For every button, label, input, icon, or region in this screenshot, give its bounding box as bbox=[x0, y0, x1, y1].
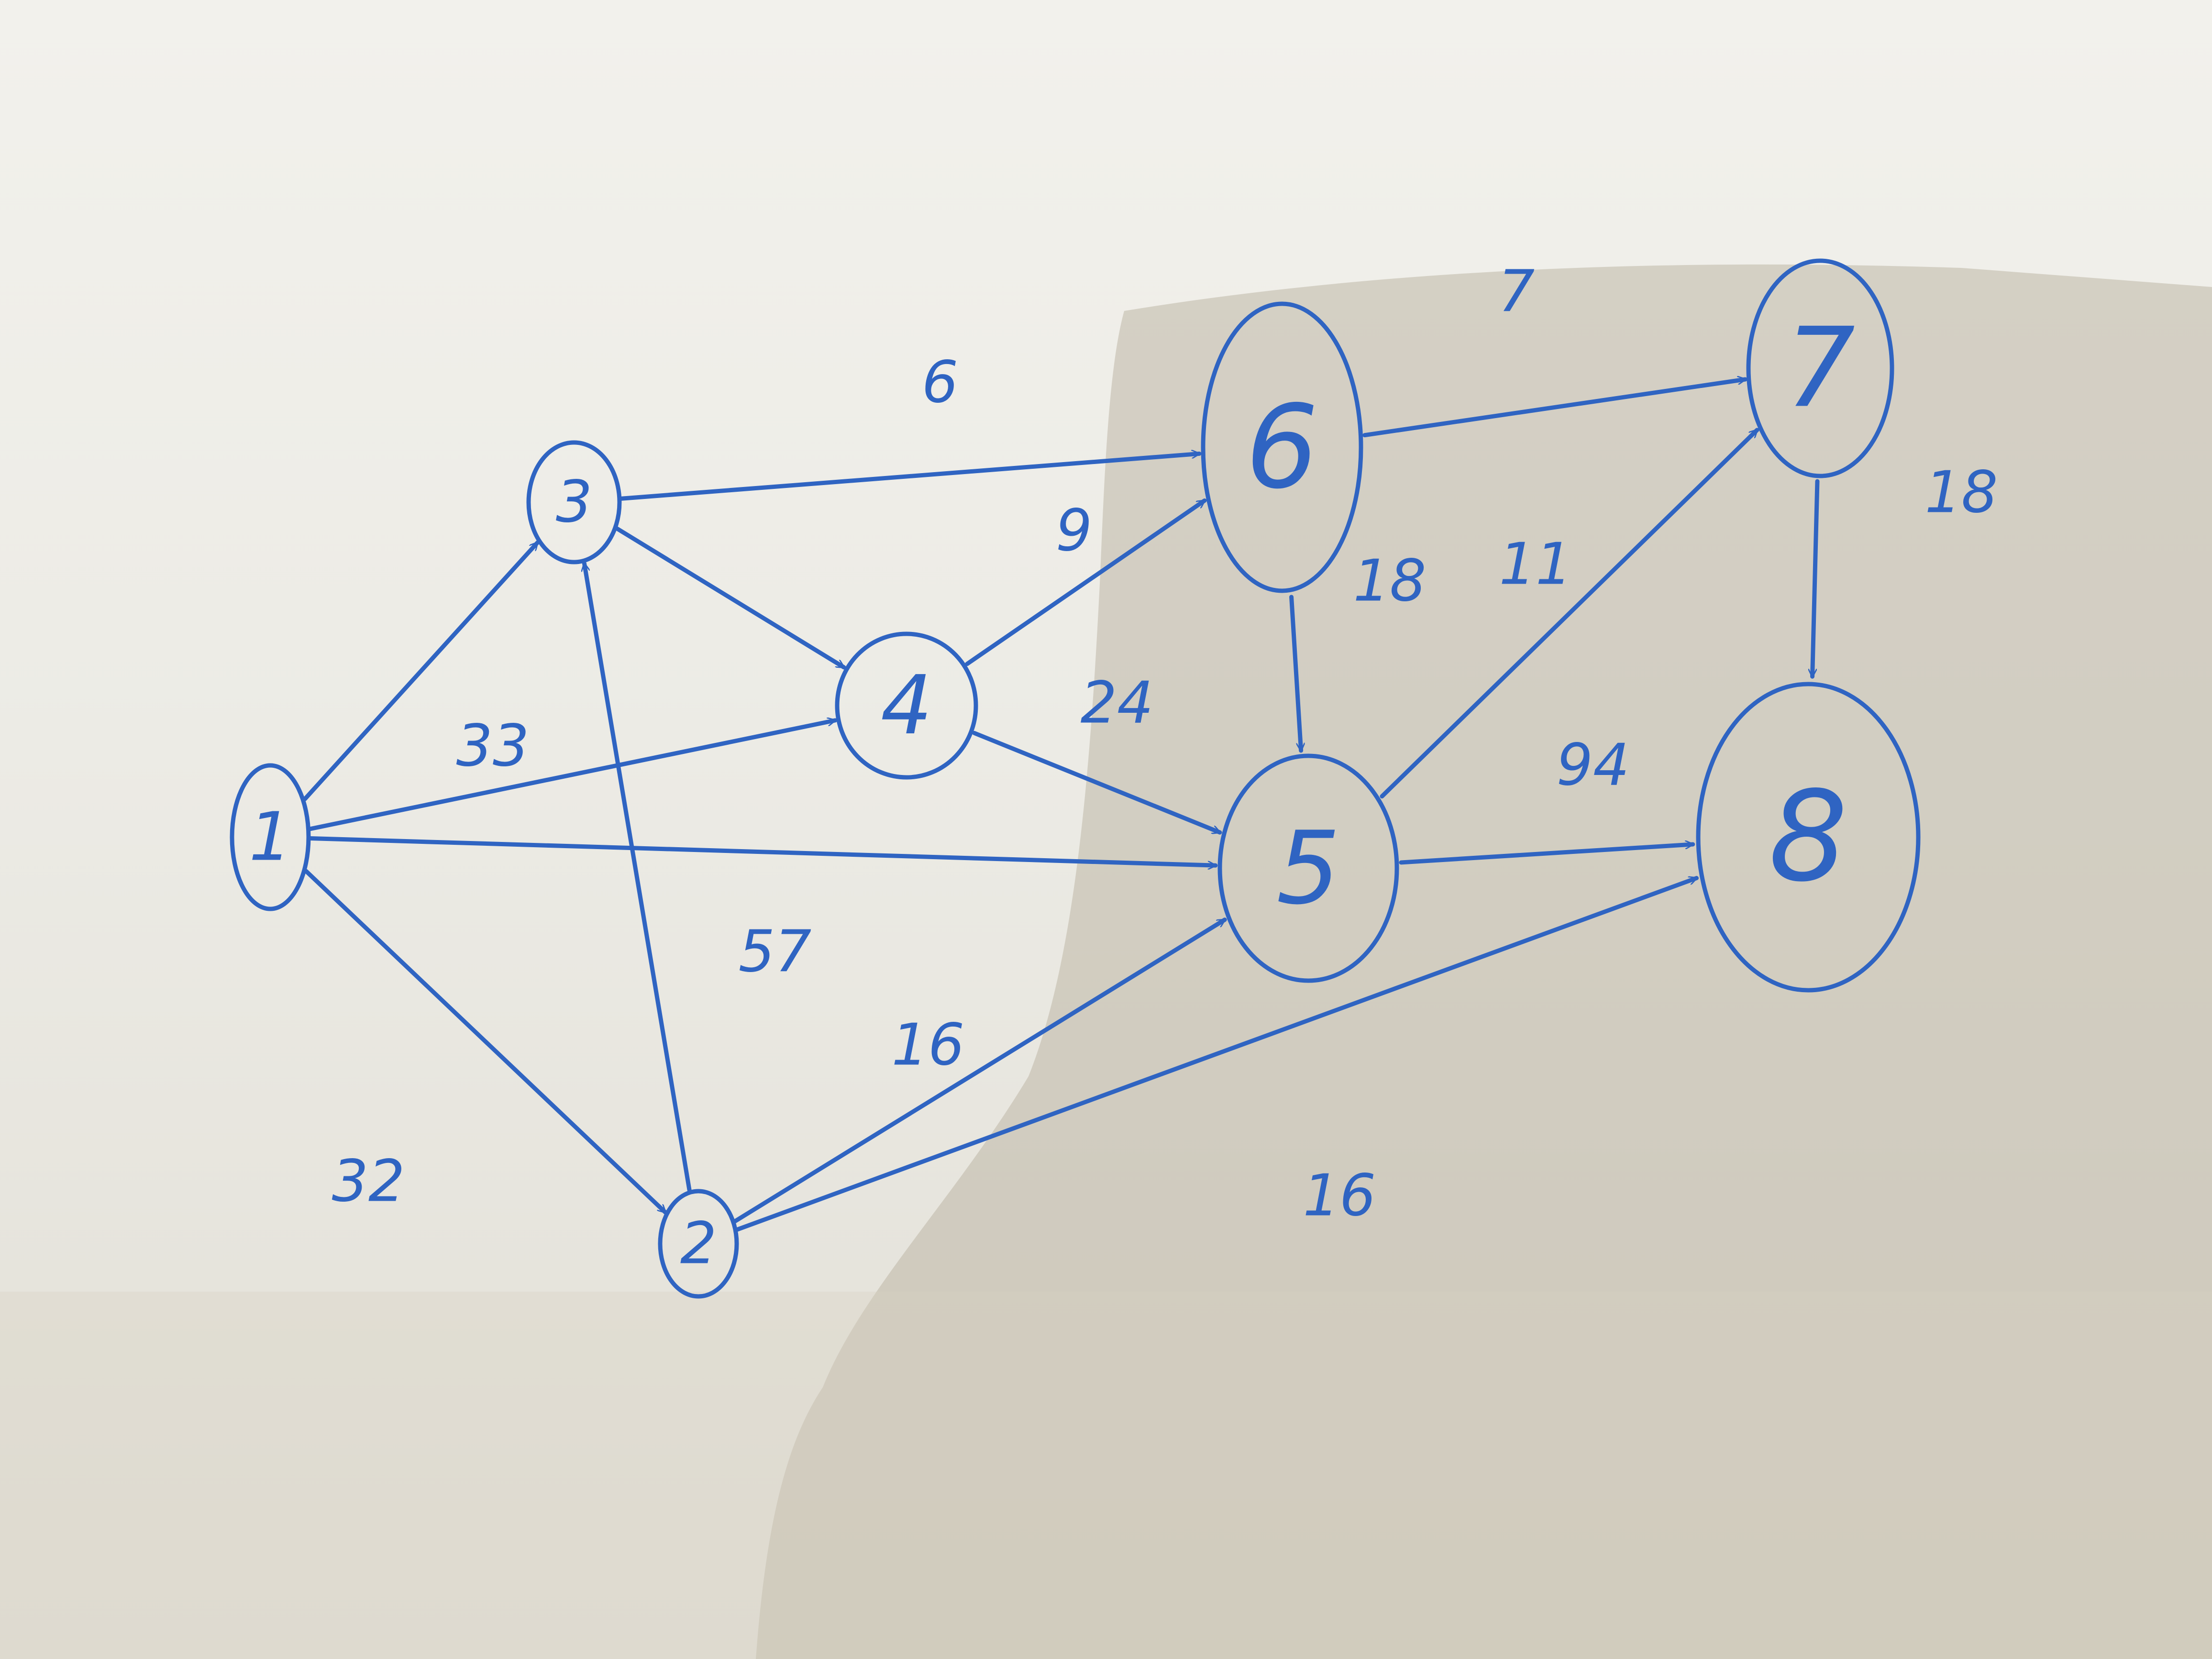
edge-2-8-weight: 16 bbox=[1303, 1163, 1376, 1229]
edge-6-7-weight: 7 bbox=[1498, 259, 1535, 325]
edge-2-3-arrow bbox=[584, 561, 692, 1192]
edge-3-4-arrow bbox=[615, 526, 846, 670]
edge-7-8-arrow bbox=[1813, 479, 1820, 679]
node-3-label: 3 bbox=[556, 469, 592, 536]
node-3: 3 bbox=[526, 440, 622, 564]
node-6: 6 bbox=[1201, 301, 1363, 593]
node-4: 4 bbox=[835, 631, 978, 780]
node-1: 1 bbox=[230, 763, 311, 911]
edge-1-3-arrow bbox=[302, 540, 540, 801]
edge-1-4-arrow bbox=[308, 720, 838, 831]
node-2-label: 2 bbox=[680, 1211, 717, 1277]
node-8: 8 bbox=[1696, 682, 1921, 993]
node-5: 5 bbox=[1217, 753, 1399, 983]
node-4-label: 4 bbox=[881, 658, 932, 753]
edge-1-5-arrow bbox=[308, 836, 1218, 866]
edge-2-5-weight: 16 bbox=[892, 1012, 965, 1079]
edge-5-7-arrow bbox=[1380, 428, 1759, 799]
node-8-ring bbox=[1696, 682, 1921, 993]
edge-3-6-weight: 6 bbox=[922, 350, 958, 416]
node-6-ring bbox=[1201, 301, 1363, 593]
edge-6-5-weight: 18 bbox=[1353, 548, 1427, 615]
node-4-ring bbox=[835, 631, 978, 780]
edge-3-6-arrow bbox=[619, 453, 1202, 501]
node-8-label: 8 bbox=[1769, 765, 1847, 909]
node-7-label: 7 bbox=[1785, 305, 1855, 432]
edge-5-7-weight: 11 bbox=[1499, 531, 1572, 598]
node-7: 7 bbox=[1746, 258, 1894, 478]
nodes-layer: 1 2 3 4 5 6 7 8 bbox=[230, 258, 1921, 1299]
edge-4-5-weight: 24 bbox=[1081, 670, 1154, 737]
node-2: 2 bbox=[658, 1189, 739, 1299]
node-6-label: 6 bbox=[1246, 380, 1319, 514]
edge-2-5-arrow bbox=[733, 918, 1227, 1224]
edge-4-6-arrow bbox=[965, 498, 1207, 666]
node-3-ring bbox=[526, 440, 622, 564]
edge-6-7-arrow bbox=[1362, 379, 1747, 438]
edge-6-5-arrow bbox=[1289, 595, 1301, 753]
edge-1-2-weight: 32 bbox=[332, 1149, 405, 1215]
edge-4-5-arrow bbox=[972, 730, 1222, 835]
node-1-ring bbox=[230, 763, 311, 911]
edge-1-2-arrow bbox=[304, 869, 668, 1215]
edge-1-5-weight: 57 bbox=[739, 919, 812, 985]
node-5-ring bbox=[1217, 753, 1399, 983]
edge-1-4-weight: 33 bbox=[456, 713, 530, 780]
edge-5-8-weight: 94 bbox=[1557, 732, 1630, 799]
edge-7-8-weight: 18 bbox=[1925, 460, 1998, 526]
edge-2-8-arrow bbox=[735, 876, 1696, 1232]
edge-4-6-weight: 9 bbox=[1056, 498, 1092, 564]
node-7-ring bbox=[1746, 258, 1894, 478]
node-5-label: 5 bbox=[1276, 810, 1340, 927]
node-1-label: 1 bbox=[249, 798, 291, 876]
edge-5-8-arrow bbox=[1399, 844, 1695, 865]
node-2-ring bbox=[658, 1189, 739, 1299]
